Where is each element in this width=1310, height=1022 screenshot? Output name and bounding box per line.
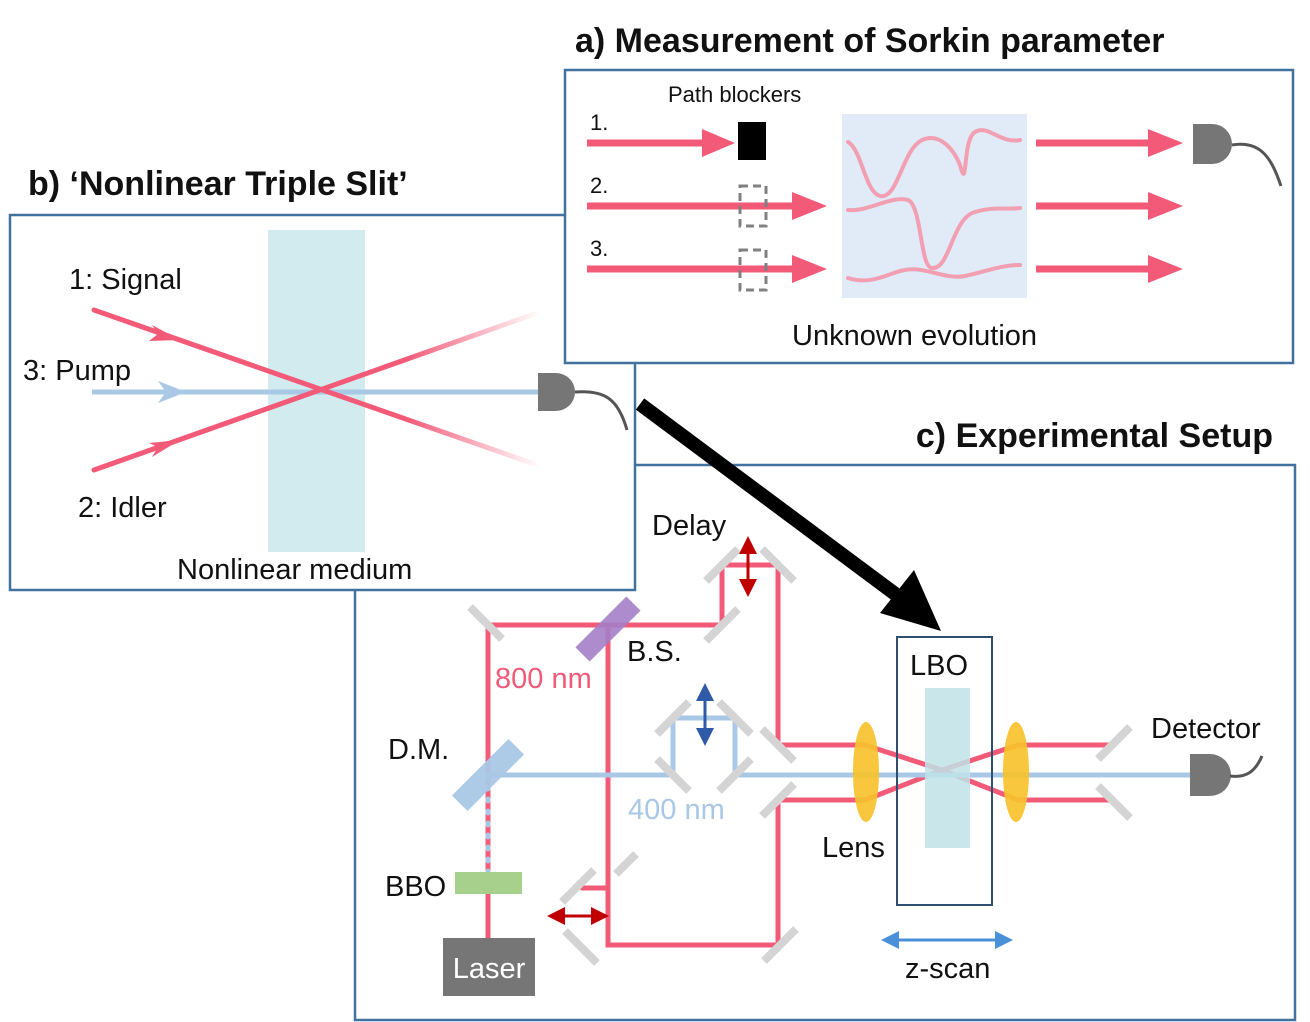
- connector-arrow: [635, 398, 941, 631]
- idler-arrowhead: [149, 440, 180, 457]
- medium-label: Nonlinear medium: [177, 554, 412, 586]
- path-3-label: 3.: [590, 236, 608, 261]
- detector-icon: [1193, 124, 1232, 164]
- bbo-crystal: [455, 872, 522, 894]
- nm400-label: 400 nm: [628, 794, 725, 826]
- signal-label: 1: Signal: [69, 264, 182, 296]
- input-arrows: [587, 129, 827, 283]
- path-blocker-closed: [738, 122, 766, 160]
- mirror: [562, 928, 600, 966]
- mirror: [703, 546, 741, 584]
- path-2-label: 2.: [590, 173, 608, 198]
- detector-cable: [1229, 755, 1264, 778]
- mirror: [613, 851, 639, 877]
- panel-a-title: a) Measurement of Sorkin parameter: [575, 22, 1165, 60]
- beam-splitter: [575, 596, 641, 662]
- pump-label: 3: Pump: [23, 355, 131, 387]
- zscan-label: z-scan: [905, 953, 990, 985]
- mirror: [654, 756, 692, 794]
- path-blocker-open: [738, 248, 768, 292]
- output-arrows: [1036, 129, 1183, 283]
- panel-b: b) ‘Nonlinear Triple Slit’ 1: Signal 3: …: [8, 165, 637, 592]
- panel-b-title: b) ‘Nonlinear Triple Slit’: [28, 165, 408, 203]
- lens-2: [1003, 722, 1029, 822]
- evolution-label: Unknown evolution: [792, 320, 1037, 352]
- laser-label: Laser: [453, 953, 526, 985]
- evolution-curves: [846, 128, 1022, 283]
- panel-c-title: c) Experimental Setup: [916, 417, 1273, 455]
- panel-a: a) Measurement of Sorkin parameter Path …: [563, 22, 1295, 365]
- mirror: [559, 867, 597, 905]
- detector-cable: [574, 390, 629, 431]
- lbo-crystal: [925, 688, 970, 848]
- dichroic-mirror: [451, 738, 525, 812]
- pump-arrowhead: [158, 381, 186, 403]
- path-blockers-label: Path blockers: [668, 82, 801, 107]
- mirror: [654, 699, 692, 737]
- dm-label: D.M.: [388, 734, 449, 766]
- mirror: [703, 606, 741, 644]
- mirror: [759, 781, 797, 819]
- mirrors: [467, 546, 1133, 966]
- mirror: [759, 726, 797, 764]
- mirror: [759, 546, 797, 584]
- bs-label: B.S.: [627, 636, 682, 668]
- mirror: [761, 926, 799, 964]
- detector-icon: [1190, 754, 1231, 796]
- lbo-label: LBO: [910, 650, 968, 682]
- laser-box: [443, 938, 535, 996]
- lbo-frame: [896, 636, 993, 906]
- detector-cable: [1231, 142, 1283, 187]
- mirror: [467, 604, 505, 642]
- path-1-label: 1.: [590, 110, 608, 135]
- mirror: [1095, 783, 1133, 821]
- mirror: [1095, 724, 1133, 762]
- mirror: [716, 699, 754, 737]
- lens-label: Lens: [822, 832, 885, 864]
- mirror: [716, 756, 754, 794]
- lens-1: [853, 722, 879, 822]
- bbo-label: BBO: [385, 871, 446, 903]
- path-blocker-open: [738, 184, 768, 228]
- detector-icon: [538, 373, 575, 411]
- detector-label: Detector: [1151, 713, 1261, 745]
- signal-arrowhead: [149, 325, 180, 341]
- idler-label: 2: Idler: [78, 492, 167, 524]
- nm800-label: 800 nm: [495, 663, 592, 695]
- delay-label: Delay: [652, 510, 727, 542]
